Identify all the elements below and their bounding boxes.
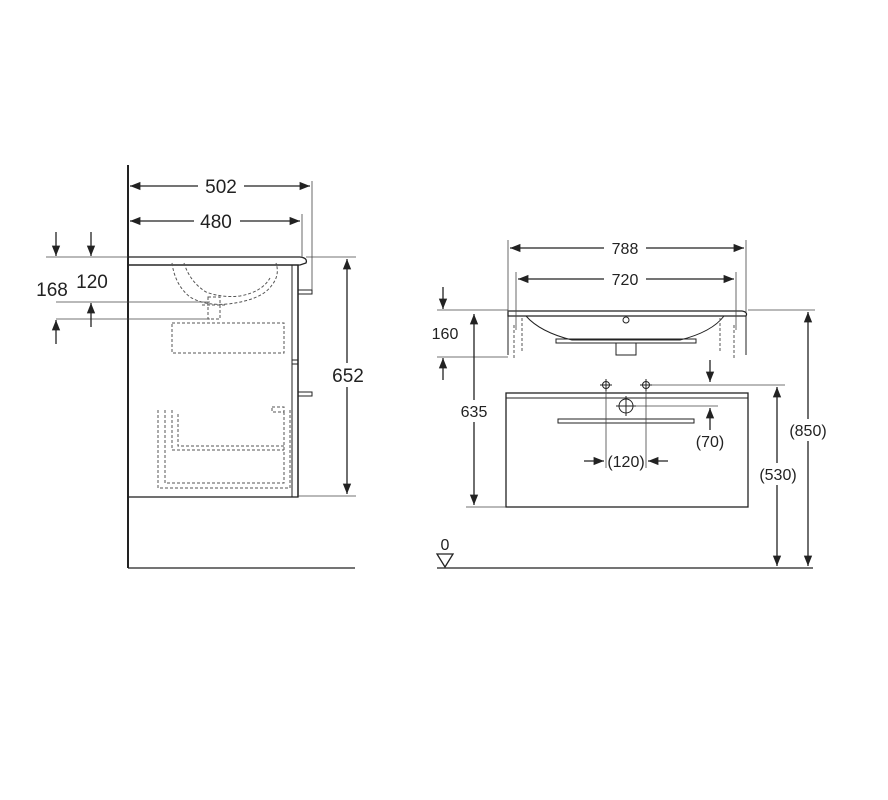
water-connection-right <box>640 379 652 391</box>
countertop-side <box>128 256 308 266</box>
handle-bottom-side <box>297 391 313 397</box>
side-view: 502 480 168 120 652 <box>36 165 370 569</box>
water-connection-left <box>600 379 612 391</box>
dim-label-side-height: 652 <box>332 366 364 387</box>
dim-label-side-width-cabinet: 480 <box>200 212 232 233</box>
dim-label-drain-120: 120 <box>76 272 108 293</box>
dim-label-side-width-total: 502 <box>205 177 237 198</box>
handle-front <box>557 418 695 424</box>
countertop-front <box>507 310 748 317</box>
cabinet-side <box>127 264 299 498</box>
dim-label-floor-to-drain: (530) <box>759 467 796 484</box>
cabinet-front <box>505 392 749 508</box>
basin-outline-side <box>171 262 278 305</box>
dim-label-tap-spacing: (120) <box>607 454 644 471</box>
dim-label-front-width-total: 788 <box>612 241 639 258</box>
basin-front <box>525 315 725 341</box>
dim-label-floor-to-top: (850) <box>789 423 826 440</box>
dim-label-top-thickness: 160 <box>432 326 459 343</box>
floor-level-label: 0 <box>441 537 450 554</box>
front-view: 0 <box>432 238 832 569</box>
dim-label-cabinet-height: 635 <box>461 404 488 421</box>
dim-label-front-width-basin: 720 <box>612 272 639 289</box>
handle-top-side <box>297 289 313 295</box>
dim-label-drain-168: 168 <box>36 280 68 301</box>
floor-level-symbol <box>435 553 455 569</box>
dim-label-tap-offset: (70) <box>696 434 724 451</box>
